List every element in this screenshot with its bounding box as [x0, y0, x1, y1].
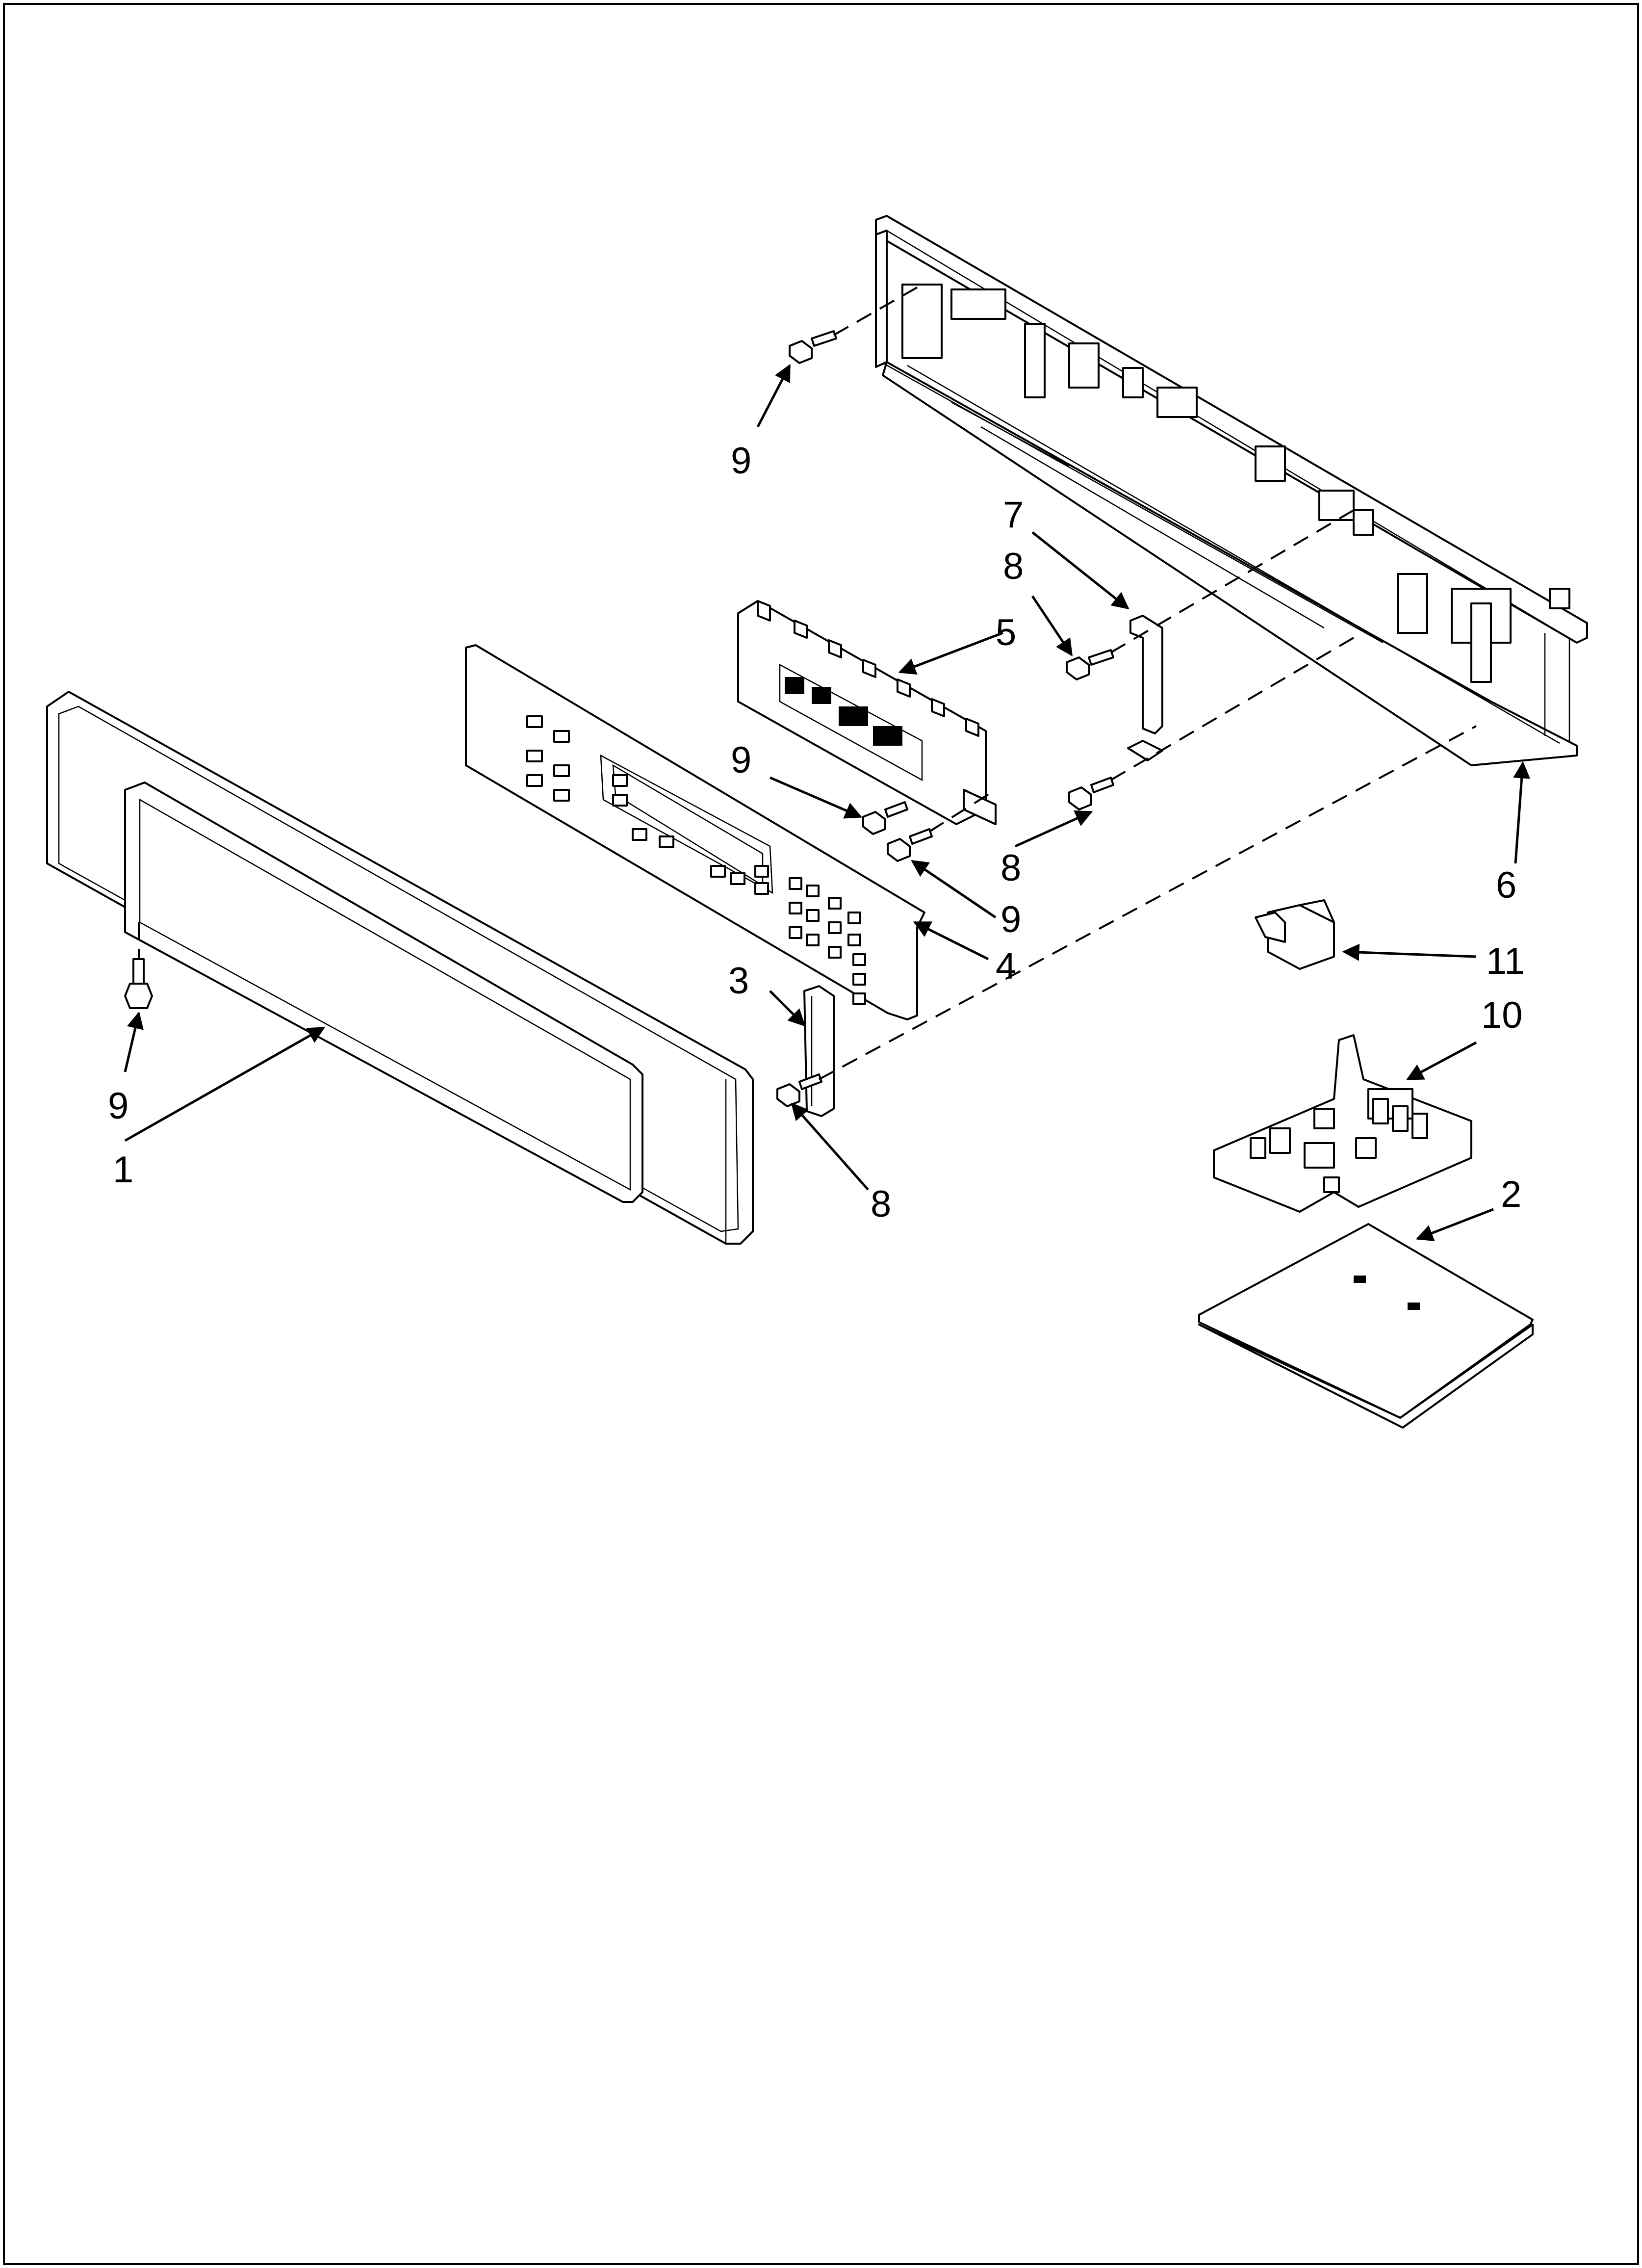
callout-9-lower: 9 — [1001, 899, 1021, 940]
membrane-overlay — [465, 644, 925, 1020]
callout-3: 3 — [728, 960, 749, 1002]
screw-9-lower — [887, 828, 933, 862]
leader-arrows — [124, 364, 1531, 1241]
callout-2: 2 — [1501, 1173, 1521, 1215]
callout-8-upper: 8 — [1003, 546, 1024, 587]
callout-5: 5 — [996, 612, 1016, 653]
mounting-bracket — [1127, 615, 1163, 761]
callout-8-middle: 8 — [1001, 847, 1021, 889]
callout-9-left: 9 — [108, 1085, 128, 1127]
callout-8-lower: 8 — [871, 1183, 891, 1225]
callout-10: 10 — [1481, 994, 1523, 1036]
screw-9-left — [124, 958, 153, 1009]
callout-9-top: 9 — [731, 440, 751, 482]
screw-8-lower — [776, 1073, 822, 1107]
callout-6: 6 — [1496, 864, 1516, 906]
side-bracket — [803, 985, 835, 1117]
callout-1: 1 — [113, 1149, 133, 1191]
relay-component — [1255, 899, 1335, 970]
callout-4: 4 — [996, 945, 1016, 987]
screw-8-middle — [1068, 777, 1114, 810]
power-board — [1213, 1034, 1472, 1213]
control-panel-trim — [46, 691, 754, 1245]
assembly-lines — [138, 285, 1477, 1080]
callout-11: 11 — [1486, 940, 1525, 982]
callout-9-board: 9 — [731, 739, 751, 781]
screw-9-top — [789, 330, 837, 364]
page-border — [3, 3, 1639, 2265]
callout-7: 7 — [1003, 494, 1024, 536]
mounting-plate — [1198, 1223, 1534, 1429]
rear-panel-bracket — [875, 215, 1588, 766]
screw-9-board — [862, 801, 908, 835]
screw-8-upper — [1066, 649, 1114, 680]
electronic-control-board — [737, 600, 997, 825]
